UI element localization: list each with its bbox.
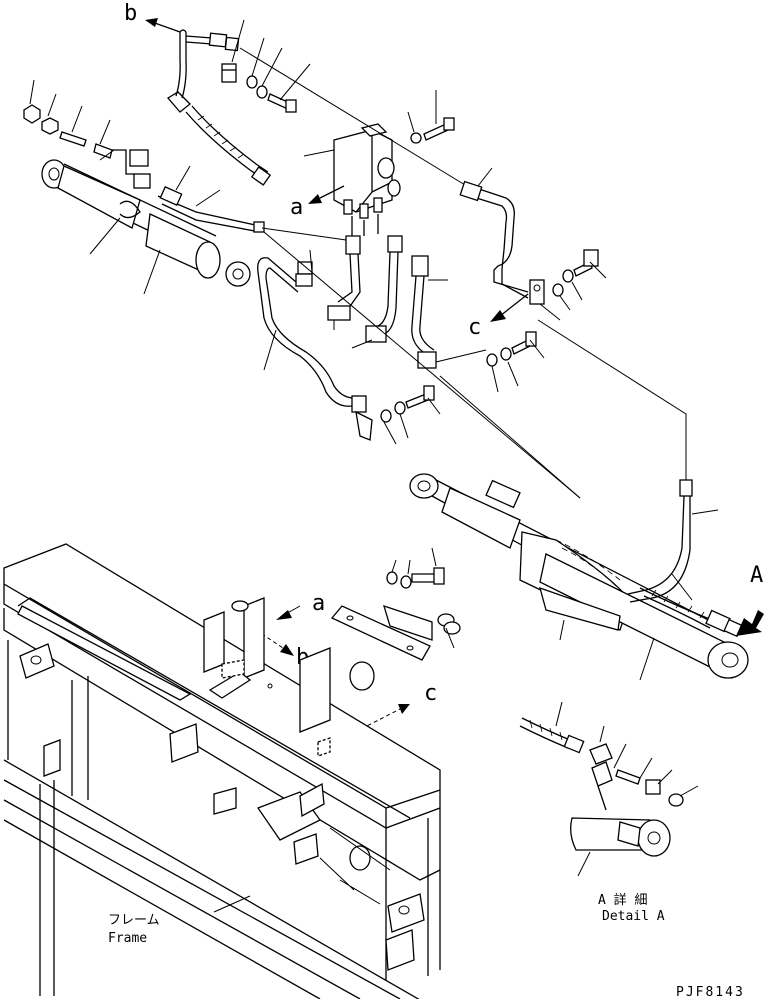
callout-c-label-frame: c [424,681,437,706]
frame-jp-label: フレーム [108,913,160,928]
right-hydraulic-cylinder [263,231,749,681]
arrow-a-top: a [290,185,345,220]
tube-long-left [257,249,441,445]
arrow-c-top: c [468,293,529,340]
nut-fitting-row-left [23,79,113,159]
detail-a-en-label: Detail A [602,909,665,924]
arrow-a-frame: a [276,591,325,620]
detail-a-view: A 詳 細 Detail A [519,701,699,924]
mounting-plate [330,547,461,661]
callout-a-label-top: a [290,195,303,220]
clamp-bolt-set-top [221,19,311,113]
detail-a-jp-label: A 詳 細 [598,892,647,908]
detail-a-pointer: A [736,563,764,636]
drawing-number: PJF8143 [676,985,745,999]
callout-c-label-top: c [468,315,481,340]
valve-mounting-bolts [407,90,455,144]
frame-en-label: Frame [108,931,147,946]
left-hydraulic-cylinder [41,159,347,295]
detail-ref-label: A [750,563,763,588]
frame-structure [3,543,441,999]
tube-right-upper [239,47,607,321]
callout-b-label: b [124,1,137,26]
frame-label: フレーム Frame [108,913,160,946]
valve-blocks-left [99,149,151,189]
tube-assembly-b [167,29,272,186]
arrow-b-top: b [124,1,181,33]
hoses-central [327,235,545,393]
control-valve [303,123,401,236]
callout-a-label-frame: a [312,591,325,616]
